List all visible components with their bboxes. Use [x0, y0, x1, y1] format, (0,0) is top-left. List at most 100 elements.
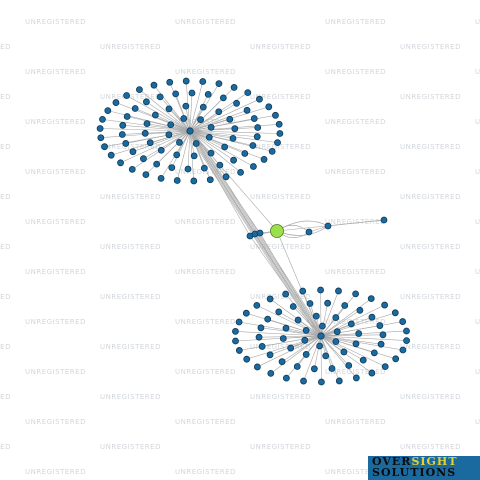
leaf-node[interactable]	[299, 287, 307, 295]
leaf-node[interactable]	[244, 89, 252, 97]
branch-node[interactable]	[324, 222, 332, 230]
leaf-node[interactable]	[260, 156, 268, 163]
leaf-node[interactable]	[318, 322, 326, 330]
leaf-node[interactable]	[146, 139, 154, 147]
leaf-node[interactable]	[324, 299, 332, 307]
leaf-node[interactable]	[268, 147, 276, 155]
leaf-node[interactable]	[332, 314, 340, 321]
leaf-node[interactable]	[352, 290, 360, 298]
leaf-node[interactable]	[200, 164, 208, 172]
leaf-node[interactable]	[219, 94, 227, 102]
leaf-node[interactable]	[253, 301, 261, 309]
leaf-node[interactable]	[231, 125, 239, 133]
leaf-node[interactable]	[265, 103, 273, 111]
leaf-node[interactable]	[355, 330, 363, 337]
leaf-node[interactable]	[190, 177, 198, 185]
leaf-node[interactable]	[275, 120, 283, 128]
leaf-node[interactable]	[399, 318, 407, 325]
leaf-node[interactable]	[242, 309, 250, 317]
leaf-node[interactable]	[184, 165, 192, 173]
leaf-node[interactable]	[182, 102, 190, 110]
leaf-node[interactable]	[216, 161, 224, 169]
leaf-node[interactable]	[352, 374, 360, 382]
leaf-node[interactable]	[140, 155, 147, 163]
leaf-node[interactable]	[243, 106, 251, 114]
leaf-node[interactable]	[96, 125, 104, 132]
leaf-node[interactable]	[317, 286, 324, 294]
leaf-node[interactable]	[367, 295, 375, 303]
leaf-node[interactable]	[377, 340, 385, 348]
leaf-node[interactable]	[188, 89, 196, 97]
leaf-node[interactable]	[255, 333, 263, 341]
leaf-node[interactable]	[294, 316, 302, 324]
leaf-node[interactable]	[266, 351, 274, 359]
leaf-node[interactable]	[168, 164, 176, 172]
leaf-node[interactable]	[199, 78, 207, 85]
hub-node-lower[interactable]	[317, 332, 325, 340]
leaf-node[interactable]	[165, 131, 173, 139]
leaf-node[interactable]	[368, 369, 376, 377]
leaf-node[interactable]	[142, 171, 150, 178]
leaf-node[interactable]	[143, 98, 150, 106]
leaf-node[interactable]	[190, 152, 198, 160]
leaf-node[interactable]	[266, 295, 274, 303]
leaf-node[interactable]	[322, 352, 330, 360]
leaf-node[interactable]	[172, 90, 180, 98]
leaf-node[interactable]	[230, 84, 238, 91]
leaf-node[interactable]	[215, 108, 223, 116]
leaf-node[interactable]	[199, 103, 207, 111]
leaf-node[interactable]	[282, 374, 290, 382]
leaf-node[interactable]	[131, 105, 139, 112]
leaf-node[interactable]	[176, 139, 183, 146]
leaf-node[interactable]	[392, 355, 400, 363]
hub-node-upper[interactable]	[186, 127, 194, 135]
leaf-node[interactable]	[229, 134, 237, 142]
leaf-node[interactable]	[257, 324, 265, 332]
leaf-node[interactable]	[347, 320, 355, 328]
leaf-node[interactable]	[287, 344, 295, 352]
leaf-node[interactable]	[215, 80, 223, 88]
leaf-node[interactable]	[399, 346, 407, 354]
leaf-node[interactable]	[381, 301, 389, 309]
leaf-node[interactable]	[151, 111, 159, 119]
leaf-node[interactable]	[207, 123, 215, 131]
leaf-node[interactable]	[166, 78, 174, 86]
leaf-node[interactable]	[264, 315, 272, 323]
leaf-node[interactable]	[197, 116, 204, 123]
leaf-node[interactable]	[118, 131, 126, 138]
leaf-node[interactable]	[192, 140, 200, 147]
leaf-node[interactable]	[241, 150, 249, 157]
leaf-node[interactable]	[99, 115, 106, 123]
leaf-node[interactable]	[312, 312, 320, 320]
leaf-node[interactable]	[282, 290, 290, 298]
leaf-node[interactable]	[128, 165, 136, 173]
leaf-node[interactable]	[157, 174, 165, 182]
leaf-node[interactable]	[316, 342, 324, 350]
leaf-node[interactable]	[122, 140, 130, 147]
leaf-node[interactable]	[232, 328, 239, 335]
leaf-node[interactable]	[275, 308, 283, 316]
leaf-node[interactable]	[272, 111, 279, 119]
leaf-node[interactable]	[129, 148, 137, 156]
leaf-node[interactable]	[153, 160, 161, 168]
leaf-node[interactable]	[226, 115, 234, 123]
branch-node[interactable]	[305, 228, 313, 236]
leaf-node[interactable]	[381, 363, 389, 371]
leaf-node[interactable]	[368, 313, 376, 321]
leaf-node[interactable]	[235, 318, 243, 326]
leaf-node[interactable]	[302, 351, 310, 358]
leaf-node[interactable]	[267, 369, 275, 377]
leaf-node[interactable]	[254, 124, 262, 131]
leaf-node[interactable]	[359, 356, 367, 364]
leaf-node[interactable]	[173, 151, 181, 159]
leaf-node[interactable]	[104, 107, 112, 115]
leaf-node[interactable]	[282, 324, 290, 332]
leaf-node[interactable]	[205, 133, 213, 141]
leaf-node[interactable]	[318, 378, 325, 386]
leaf-node[interactable]	[206, 176, 214, 184]
leaf-node[interactable]	[250, 115, 258, 122]
leaf-node[interactable]	[249, 142, 257, 149]
leaf-node[interactable]	[370, 349, 378, 357]
leaf-node[interactable]	[306, 300, 314, 307]
focus-node[interactable]	[270, 224, 284, 238]
